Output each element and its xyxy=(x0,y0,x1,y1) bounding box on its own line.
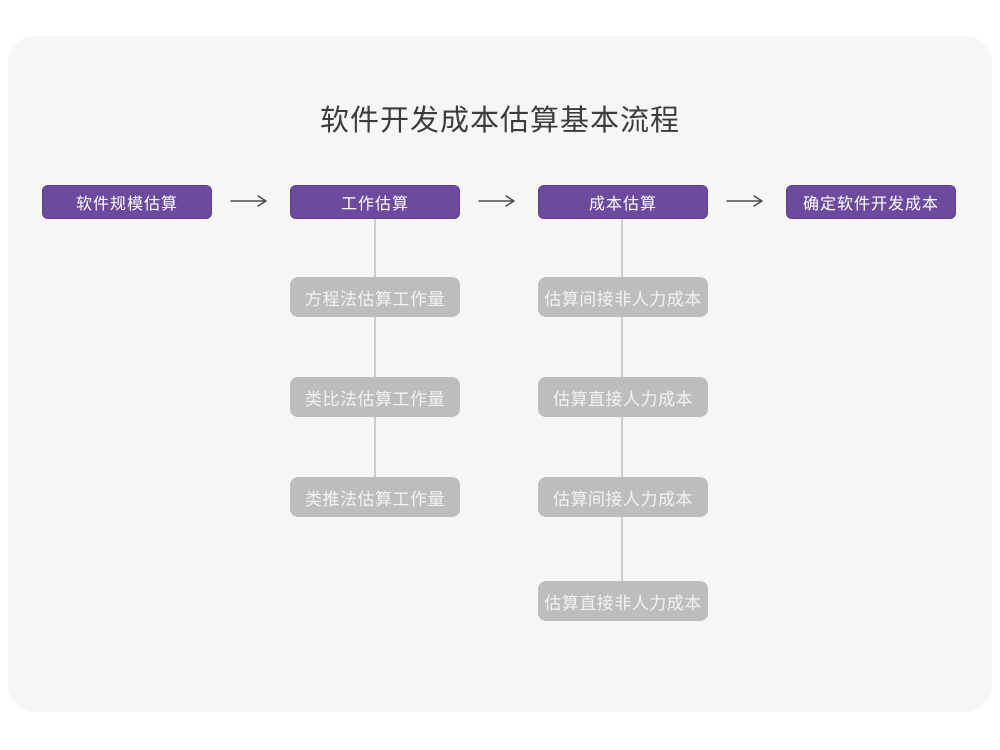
sub-step-direct-nonlabor-cost: 估算直接非人力成本 xyxy=(538,581,708,621)
sub-step-equation-method: 方程法估算工作量 xyxy=(290,277,460,317)
connector-line-work-estimation xyxy=(374,219,376,499)
sub-step-label: 类比法估算工作量 xyxy=(305,389,445,410)
flow-step-software-scale-estimation: 软件规模估算 xyxy=(42,185,212,219)
right-arrow-icon xyxy=(726,195,763,207)
sub-step-label: 估算直接非人力成本 xyxy=(544,593,702,614)
sub-step-label: 方程法估算工作量 xyxy=(305,289,445,310)
flow-step-cost-estimation: 成本估算 xyxy=(538,185,708,219)
right-arrow-icon xyxy=(230,195,267,207)
sub-step-indirect-nonlabor-cost: 估算间接非人力成本 xyxy=(538,277,708,317)
right-arrow-icon xyxy=(478,195,515,207)
sub-step-label: 类推法估算工作量 xyxy=(305,489,445,510)
flow-step-label: 确定软件开发成本 xyxy=(802,194,939,213)
sub-step-analogy-method: 类比法估算工作量 xyxy=(290,377,460,417)
flow-step-work-estimation: 工作估算 xyxy=(290,185,460,219)
flow-step-determine-development-cost: 确定软件开发成本 xyxy=(786,185,956,219)
diagram-card-background xyxy=(8,36,992,712)
sub-step-direct-labor-cost: 估算直接人力成本 xyxy=(538,377,708,417)
sub-step-label: 估算直接人力成本 xyxy=(553,389,693,410)
flow-step-label: 工作估算 xyxy=(340,194,409,213)
sub-step-indirect-labor-cost: 估算间接人力成本 xyxy=(538,477,708,517)
diagram-title: 软件开发成本估算基本流程 xyxy=(319,103,680,137)
flow-step-label: 成本估算 xyxy=(588,194,657,213)
sub-step-label: 估算间接非人力成本 xyxy=(544,289,702,310)
flow-step-label: 软件规模估算 xyxy=(75,194,178,213)
sub-step-extrapolation-method: 类推法估算工作量 xyxy=(290,477,460,517)
sub-step-label: 估算间接人力成本 xyxy=(553,489,693,510)
